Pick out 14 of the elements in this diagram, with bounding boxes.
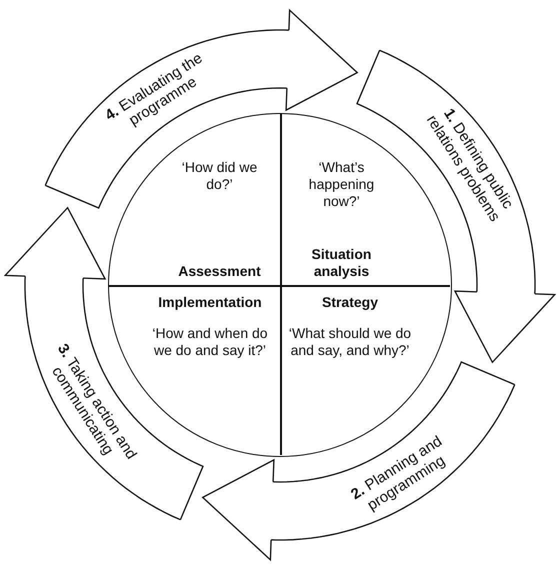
quadrant-question: ‘How did we do?’ — [180, 159, 258, 193]
cycle-arrowhead — [202, 458, 275, 562]
cycle-arrow-body — [44, 29, 290, 209]
quadrant-question: ‘What should we do and say, and why?’ — [288, 324, 412, 358]
quadrant-heading: Assessment — [178, 263, 261, 280]
cycle-arrowhead — [454, 290, 556, 364]
cycle-arrowhead — [4, 206, 106, 280]
quadrant-question: ‘How and when do we do and say it?’ — [151, 324, 269, 358]
quadrant-question: ‘What’s happening now?’ — [308, 159, 376, 210]
cycle-arrowhead — [285, 8, 358, 112]
quadrant-heading: Strategy — [322, 294, 378, 311]
quadrant-heading: Situation analysis — [310, 246, 372, 280]
quadrant-heading: Implementation — [158, 294, 262, 311]
cycle-arrow-body — [270, 361, 516, 541]
